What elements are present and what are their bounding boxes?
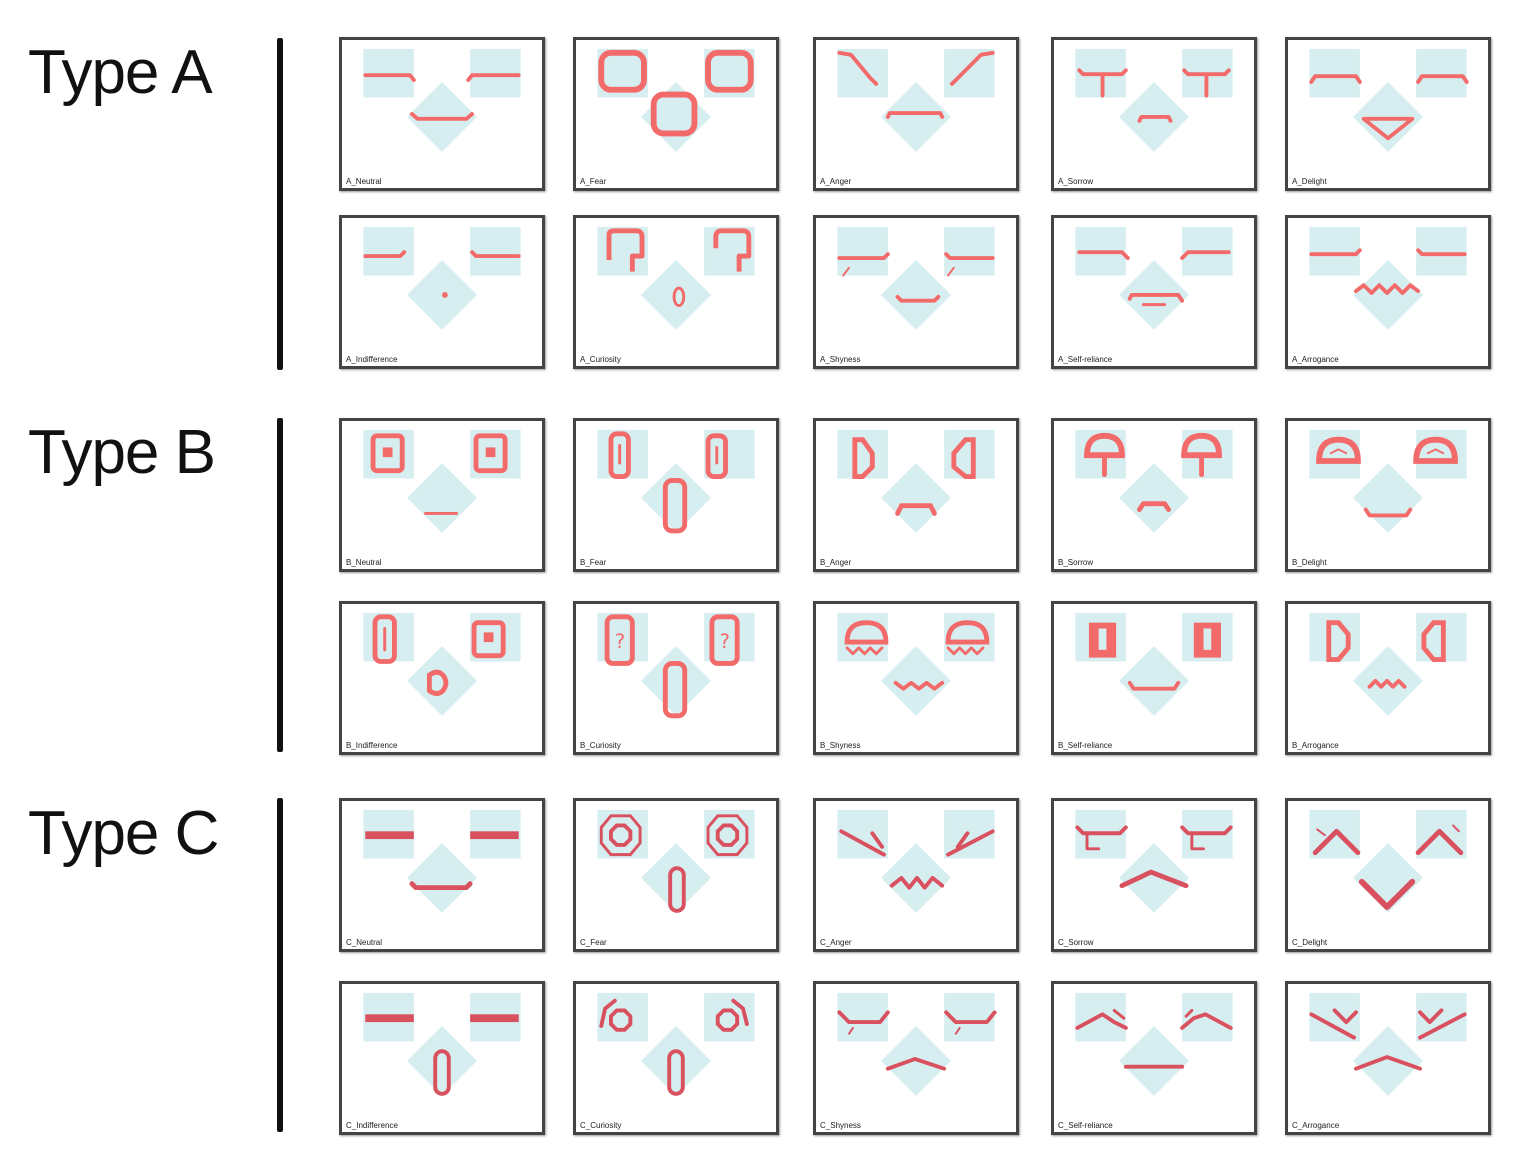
face-panel-type-b-self-reliance: B_Self-reliance: [1051, 601, 1257, 755]
panel-label: B_Fear: [580, 558, 607, 567]
panel-label: A_Self-reliance: [1058, 355, 1113, 364]
panel-label: A_Neutral: [346, 177, 382, 186]
face-panel-type-a-arrogance: A_Arrogance: [1285, 215, 1491, 369]
panel-label: C_Sorrow: [1058, 938, 1094, 947]
face-icon: [1309, 612, 1467, 716]
face-icon: [837, 48, 995, 152]
face-panel-type-b-neutral: B_Neutral: [339, 418, 545, 572]
face-icon: [1075, 612, 1233, 716]
face-panel-type-c-sorrow: C_Sorrow: [1051, 798, 1257, 952]
face-panel-type-b-fear: B_Fear: [573, 418, 779, 572]
face-icon: [597, 48, 755, 152]
face-icon: [1309, 226, 1467, 330]
face-panel-type-a-self-reliance: A_Self-reliance: [1051, 215, 1257, 369]
face-icon: [837, 809, 995, 913]
face-icon: [1075, 992, 1233, 1096]
face-panel-type-c-arrogance: C_Arrogance: [1285, 981, 1491, 1135]
face-icon: [837, 612, 995, 716]
panel-label: C_Fear: [580, 938, 607, 947]
panel-label: C_Neutral: [346, 938, 383, 947]
face-panel-type-b-delight: B_Delight: [1285, 418, 1491, 572]
face-panel-type-c-shyness: C_Shyness: [813, 981, 1019, 1135]
type-c-label: Type C: [28, 799, 219, 868]
face-panel-type-a-shyness: A_Shyness: [813, 215, 1019, 369]
panel-label: B_Arrogance: [1292, 741, 1339, 750]
panel-label: A_Sorrow: [1058, 177, 1094, 186]
face-panel-type-a-fear: A_Fear: [573, 37, 779, 191]
face-panel-type-c-neutral: C_Neutral: [339, 798, 545, 952]
face-panel-type-a-sorrow: A_Sorrow: [1051, 37, 1257, 191]
face-icon: [1075, 429, 1233, 533]
face-icon: [363, 226, 521, 330]
face-icon: [1309, 992, 1467, 1096]
face-panel-type-a-delight: A_Delight: [1285, 37, 1491, 191]
face-panel-type-c-fear: C_Fear: [573, 798, 779, 952]
face-icon: [837, 429, 995, 533]
panel-label: C_Curiosity: [580, 1121, 622, 1130]
panel-label: B_Shyness: [820, 741, 861, 750]
type-c-divider: [277, 798, 283, 1132]
face-panel-type-b-anger: B_Anger: [813, 418, 1019, 572]
panel-label: A_Delight: [1292, 177, 1327, 186]
type-b-label: Type B: [28, 418, 216, 487]
panel-label: A_Indifference: [346, 355, 398, 364]
face-icon: [363, 992, 521, 1096]
face-panel-type-b-shyness: B_Shyness: [813, 601, 1019, 755]
face-icon: [1075, 48, 1233, 152]
face-icon: [597, 429, 755, 534]
panel-label: B_Curiosity: [580, 741, 621, 750]
face-icon: [1075, 809, 1233, 913]
face-panel-type-a-neutral: A_Neutral: [339, 37, 545, 191]
face-panel-type-b-sorrow: B_Sorrow: [1051, 418, 1257, 572]
face-icon: [597, 809, 755, 913]
face-icon: [1309, 429, 1467, 533]
face-icon: [597, 226, 755, 330]
panel-label: B_Indifference: [346, 741, 398, 750]
panel-label: B_Neutral: [346, 558, 382, 567]
panel-label: A_Arrogance: [1292, 355, 1339, 364]
panel-label: C_Delight: [1292, 938, 1328, 947]
panel-label: A_Anger: [820, 177, 852, 186]
face-panel-type-a-curiosity: A_Curiosity: [573, 215, 779, 369]
face-panel-type-b-indifference: B_Indifference: [339, 601, 545, 755]
type-b-divider: [277, 418, 283, 752]
face-icon: [363, 48, 521, 152]
panel-label: B_Delight: [1292, 558, 1327, 567]
panel-label: C_Shyness: [820, 1121, 861, 1130]
face-icon: [1075, 226, 1233, 330]
face-icon: [837, 992, 997, 1096]
face-panel-type-c-delight: C_Delight: [1285, 798, 1491, 952]
svg-text:?: ?: [615, 630, 625, 653]
face-panel-type-a-indifference: A_Indifference: [339, 215, 545, 369]
face-icon: ??: [597, 612, 755, 719]
face-icon: [837, 226, 995, 330]
panel-label: C_Arrogance: [1292, 1121, 1340, 1130]
panel-label: A_Fear: [580, 177, 607, 186]
face-icon: [363, 809, 521, 913]
panel-label: C_Anger: [820, 938, 852, 947]
face-panel-type-a-anger: A_Anger: [813, 37, 1019, 191]
face-panel-type-b-arrogance: B_Arrogance: [1285, 601, 1491, 755]
panel-label: A_Shyness: [820, 355, 861, 364]
panel-label: B_Sorrow: [1058, 558, 1094, 567]
face-icon: [1309, 48, 1469, 152]
face-icon: [363, 429, 521, 533]
face-panel-type-c-anger: C_Anger: [813, 798, 1019, 952]
panel-label: C_Self-reliance: [1058, 1121, 1113, 1130]
face-panel-type-c-self-reliance: C_Self-reliance: [1051, 981, 1257, 1135]
face-icon: [363, 612, 521, 716]
face-panel-type-b-curiosity: ?? B_Curiosity: [573, 601, 779, 755]
face-panel-type-c-indifference: C_Indifference: [339, 981, 545, 1135]
panel-label: A_Curiosity: [580, 355, 621, 364]
panel-label: B_Anger: [820, 558, 852, 567]
type-a-label: Type A: [28, 38, 213, 107]
svg-text:?: ?: [720, 630, 730, 653]
face-icon: [1309, 809, 1467, 913]
panel-label: B_Self-reliance: [1058, 741, 1113, 750]
face-panel-type-c-curiosity: C_Curiosity: [573, 981, 779, 1135]
face-icon: [597, 992, 755, 1096]
panel-label: C_Indifference: [346, 1121, 398, 1130]
type-a-divider: [277, 38, 283, 370]
